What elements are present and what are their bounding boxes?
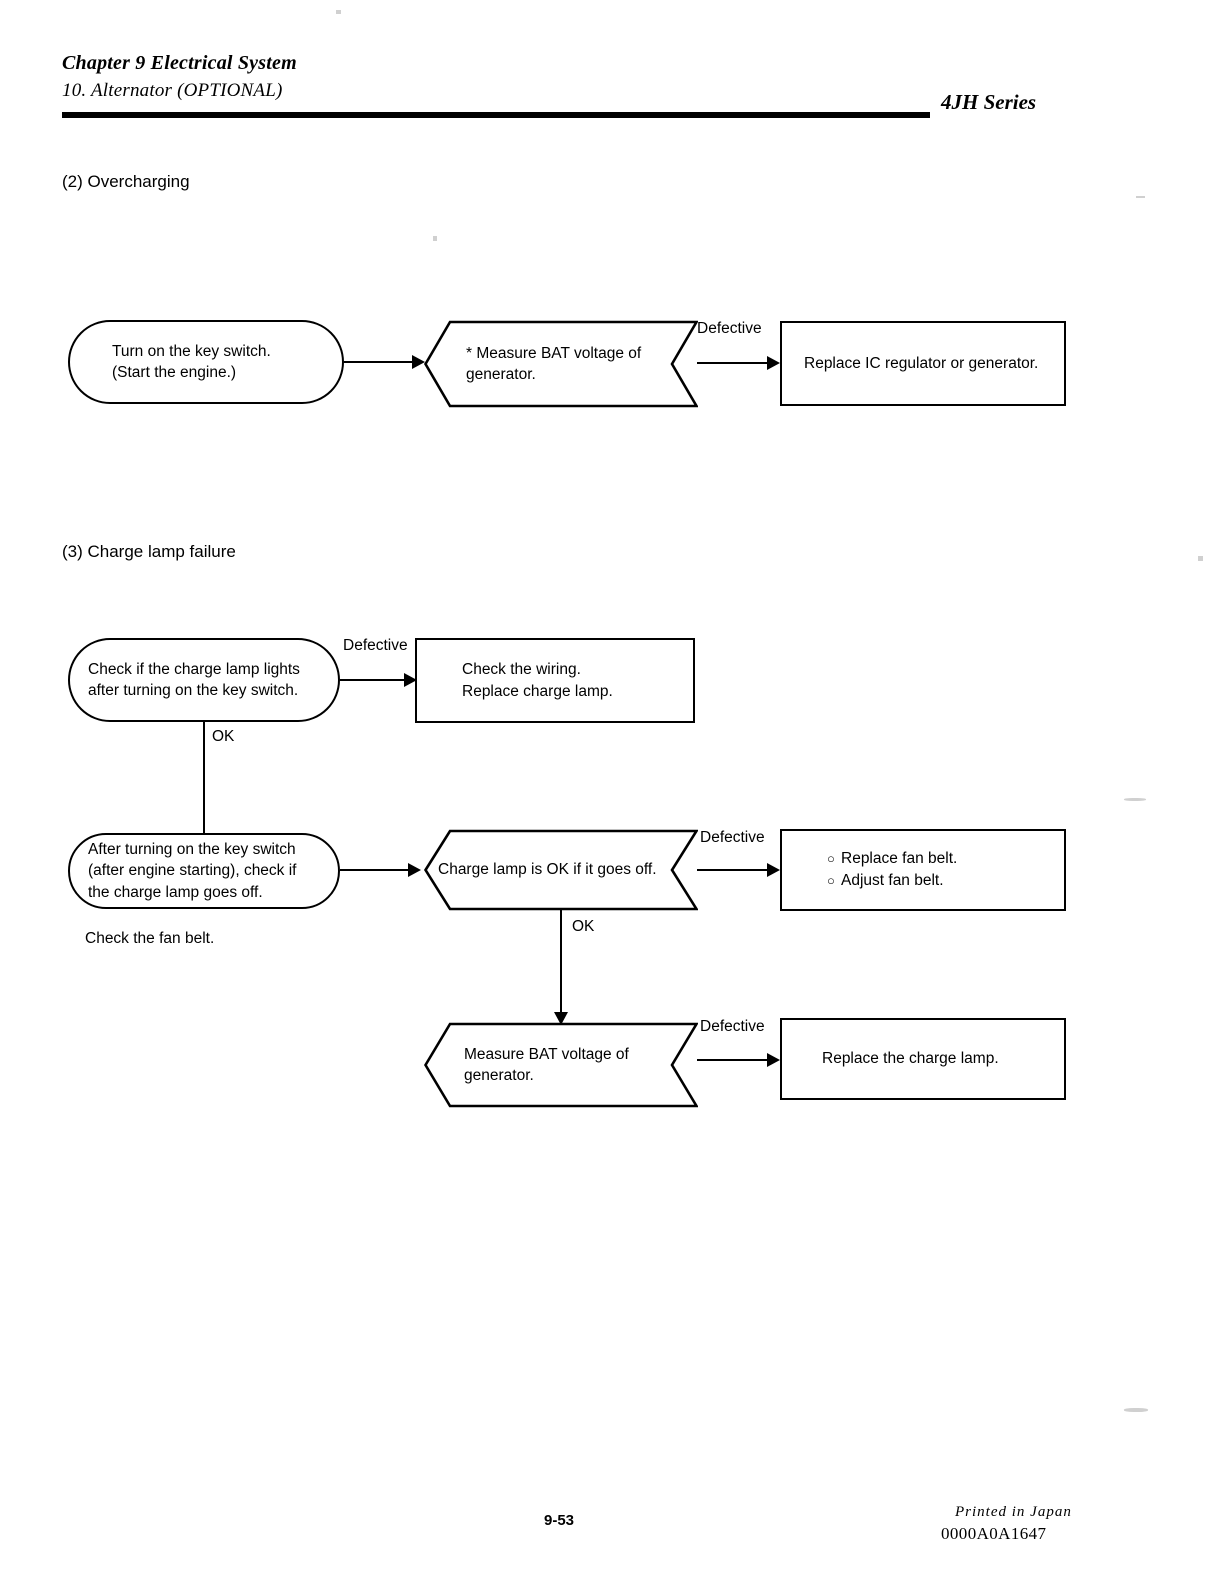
hexagon-shape	[424, 320, 698, 408]
scan-speck	[336, 10, 341, 14]
list-item-label: Adjust fan belt.	[841, 872, 944, 889]
page-header-chapter: Chapter 9 Electrical System	[62, 52, 297, 74]
footer-printed-in: Printed in Japan	[955, 1504, 1072, 1520]
arrow-head-right	[408, 863, 421, 877]
page-header-series: 4JH Series	[941, 90, 1037, 114]
flow-node-label: Check if the charge lamp lights after tu…	[88, 660, 300, 699]
flow-node-label: Replace IC regulator or generator.	[804, 354, 1039, 372]
flow-node-label: Charge lamp is OK if it goes off.	[438, 861, 657, 879]
page-header-section: 10. Alternator (OPTIONAL)	[62, 80, 283, 101]
scan-speck	[1124, 1408, 1148, 1412]
footer-document-code: 0000A0A1647	[941, 1524, 1047, 1543]
flow-node-check-lamp-goes-off: After turning on the key switch (after e…	[68, 833, 340, 909]
flow-node-label: Turn on the key switch. (Start the engin…	[112, 342, 271, 381]
scan-speck	[433, 236, 437, 241]
flow-node-label: Check the wiring. Replace charge lamp.	[462, 661, 613, 700]
connector-line	[697, 1059, 773, 1062]
flow-node-label: * Measure BAT voltage of generator.	[466, 344, 642, 383]
scan-speck	[1136, 196, 1145, 198]
flow-node-check-wiring: Check the wiring. Replace charge lamp.	[415, 638, 695, 723]
connector-line	[697, 869, 773, 872]
edge-label-ok: OK	[572, 918, 595, 935]
flow-node-turn-on-key-switch: Turn on the key switch. (Start the engin…	[68, 320, 344, 404]
arrow-head-right	[767, 1053, 780, 1067]
scan-speck	[1198, 556, 1203, 561]
hexagon-shape	[424, 1022, 698, 1108]
arrow-head-right	[404, 673, 417, 687]
circle-bullet-icon: ○	[827, 850, 835, 866]
arrow-head-down	[554, 1012, 568, 1025]
connector-line	[697, 362, 773, 365]
flow-node-measure-bat-voltage-2: Measure BAT voltage of generator.	[424, 1022, 698, 1108]
arrow-head-right	[412, 355, 425, 369]
connector-line	[203, 722, 206, 834]
section-heading-overcharging: (2) Overcharging	[62, 172, 190, 191]
flow-node-label: Measure BAT voltage of generator.	[464, 1045, 629, 1084]
flow-node-fan-belt-actions: ○ Replace fan belt. ○ Adjust fan belt.	[780, 829, 1066, 911]
hexagon-shape	[424, 829, 698, 911]
edge-label-ok: OK	[212, 728, 235, 745]
connector-line	[340, 679, 412, 682]
list-item: ○ Adjust fan belt.	[827, 870, 957, 892]
edge-label-defective: Defective	[700, 829, 765, 846]
header-rule	[62, 112, 930, 118]
arrow-head-right	[767, 356, 780, 370]
flow-node-replace-charge-lamp: Replace the charge lamp.	[780, 1018, 1066, 1100]
note-check-fan-belt: Check the fan belt.	[85, 930, 215, 947]
flow-node-replace-ic-regulator: Replace IC regulator or generator.	[780, 321, 1066, 406]
connector-line	[560, 909, 563, 1014]
section-heading-charge-lamp-failure: (3) Charge lamp failure	[62, 542, 236, 561]
fan-belt-bullet-list: ○ Replace fan belt. ○ Adjust fan belt.	[782, 848, 957, 893]
circle-bullet-icon: ○	[827, 873, 835, 888]
footer-page-number: 9-53	[544, 1512, 575, 1529]
arrow-head-right	[767, 863, 780, 877]
edge-label-defective: Defective	[343, 637, 408, 654]
flow-node-label: Replace the charge lamp.	[822, 1050, 999, 1068]
connector-line	[344, 361, 418, 364]
edge-label-defective: Defective	[700, 1018, 765, 1035]
flow-node-label: After turning on the key switch (after e…	[88, 840, 297, 901]
edge-label-defective: Defective	[697, 320, 762, 337]
connector-line	[340, 869, 414, 872]
flow-node-check-lamp-lights: Check if the charge lamp lights after tu…	[68, 638, 340, 722]
list-item: ○ Replace fan belt.	[827, 848, 957, 870]
flow-node-charge-lamp-ok: Charge lamp is OK if it goes off.	[424, 829, 698, 911]
flow-node-measure-bat-voltage: * Measure BAT voltage of generator.	[424, 320, 698, 408]
scan-speck	[1124, 798, 1146, 801]
list-item-label: Replace fan belt.	[841, 849, 958, 867]
